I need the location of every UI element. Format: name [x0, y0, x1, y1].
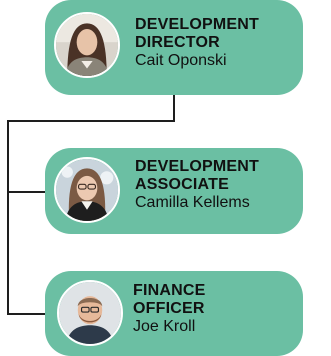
- connector-to-associate: [7, 191, 47, 193]
- org-node-finance-officer: FINANCE OFFICER Joe Kroll: [45, 271, 303, 356]
- node-text: FINANCE OFFICER Joe Kroll: [133, 282, 206, 336]
- node-title-line2: DIRECTOR: [135, 33, 220, 51]
- connector-to-finance: [7, 313, 47, 315]
- org-node-development-associate: DEVELOPMENT ASSOCIATE Camilla Kellems: [45, 148, 303, 234]
- node-title-line1: DEVELOPMENT: [135, 158, 259, 175]
- woman-portrait-icon: [54, 157, 120, 223]
- node-title-line2: ASSOCIATE: [135, 175, 229, 193]
- connector-director-down: [173, 92, 175, 122]
- node-text: DEVELOPMENT DIRECTOR Cait Oponski: [135, 16, 259, 70]
- node-title-line1: DEVELOPMENT: [135, 16, 259, 33]
- node-title-line1: FINANCE: [133, 282, 206, 299]
- connector-left-vertical: [7, 120, 9, 315]
- node-person-name: Cait Oponski: [135, 51, 227, 69]
- woman-portrait-icon: [54, 12, 120, 78]
- node-person-name: Camilla Kellems: [135, 193, 250, 211]
- node-text: DEVELOPMENT ASSOCIATE Camilla Kellems: [135, 158, 259, 212]
- node-person-name: Joe Kroll: [133, 317, 196, 335]
- org-node-development-director: DEVELOPMENT DIRECTOR Cait Oponski: [45, 0, 303, 95]
- node-title-line2: OFFICER: [133, 299, 205, 317]
- man-portrait-icon: [57, 280, 123, 346]
- connector-horizontal: [7, 120, 175, 122]
